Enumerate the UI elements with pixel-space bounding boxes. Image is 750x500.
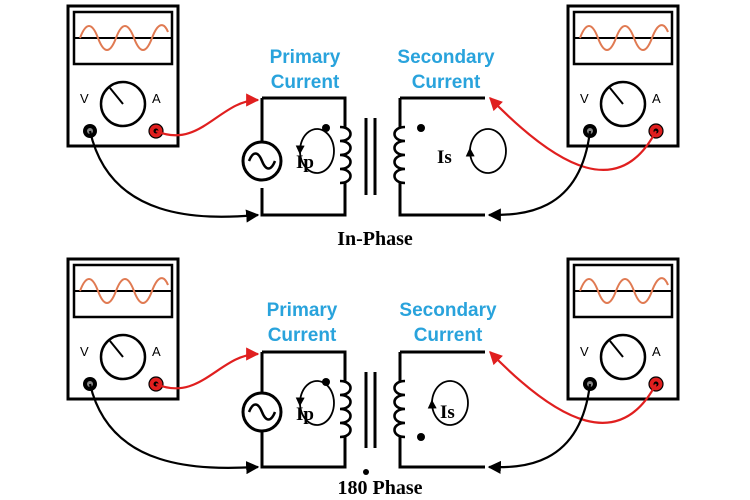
left-meter-bottom: V A	[66, 257, 180, 401]
red-lead-left-top	[155, 93, 260, 137]
polarity-dot	[417, 124, 425, 132]
bottom-caption: 180 Phase	[338, 477, 423, 499]
primary-label-line2: Current	[271, 72, 340, 93]
primary-label-line1: Primary	[270, 47, 341, 68]
primary-circuit-top: Ip	[241, 96, 352, 217]
meter-a-label: A	[152, 344, 161, 359]
black-lead-left-bottom	[88, 383, 260, 475]
secondary-label-line1: Secondary	[397, 47, 495, 68]
meter-v-label: V	[580, 91, 589, 106]
meter-v-label: V	[80, 344, 89, 359]
is-label: Is	[440, 402, 455, 423]
primary-circuit-bottom: Ip	[241, 350, 352, 469]
black-lead-right-bottom	[487, 383, 592, 474]
transformer-core-top	[364, 118, 377, 195]
polarity-dot	[417, 433, 425, 441]
red-lead-right-bottom	[489, 351, 657, 424]
left-meter-top: V A	[66, 4, 180, 148]
is-label: Is	[437, 147, 452, 168]
ip-label: Ip	[296, 152, 314, 173]
secondary-label-line1: Secondary	[399, 300, 497, 321]
red-lead-right-top	[489, 97, 657, 171]
bottom-panel: V A V A Primary Current Secondary Curren…	[66, 257, 680, 499]
meter-a-label: A	[652, 344, 661, 359]
secondary-circuit-bottom: Is	[393, 350, 485, 469]
meter-v-label: V	[580, 344, 589, 359]
ip-label: Ip	[296, 404, 314, 425]
secondary-label-line2: Current	[412, 72, 481, 93]
core-marker-dot	[363, 469, 369, 475]
ip-circulation-arrow	[295, 380, 335, 426]
meter-a-label: A	[652, 91, 661, 106]
primary-label-line1: Primary	[267, 300, 338, 321]
black-lead-left-top	[88, 130, 260, 223]
right-meter-bottom: V A	[566, 257, 680, 401]
primary-label-line2: Current	[268, 325, 337, 346]
secondary-label-line2: Current	[414, 325, 483, 346]
top-caption: In-Phase	[337, 228, 413, 250]
top-panel: V A V A Primary Current Secondary Curren…	[66, 4, 680, 250]
is-circulation-arrow	[427, 380, 469, 426]
black-lead-right-top	[487, 130, 592, 222]
meter-a-label: A	[152, 91, 161, 106]
secondary-circuit-top: Is	[393, 96, 507, 217]
right-meter-top: V A	[566, 4, 680, 148]
meter-v-label: V	[80, 91, 89, 106]
transformer-core-bottom	[364, 372, 377, 448]
ip-circulation-arrow	[295, 128, 335, 174]
red-lead-left-bottom	[155, 347, 260, 390]
is-circulation-arrow	[465, 128, 507, 174]
